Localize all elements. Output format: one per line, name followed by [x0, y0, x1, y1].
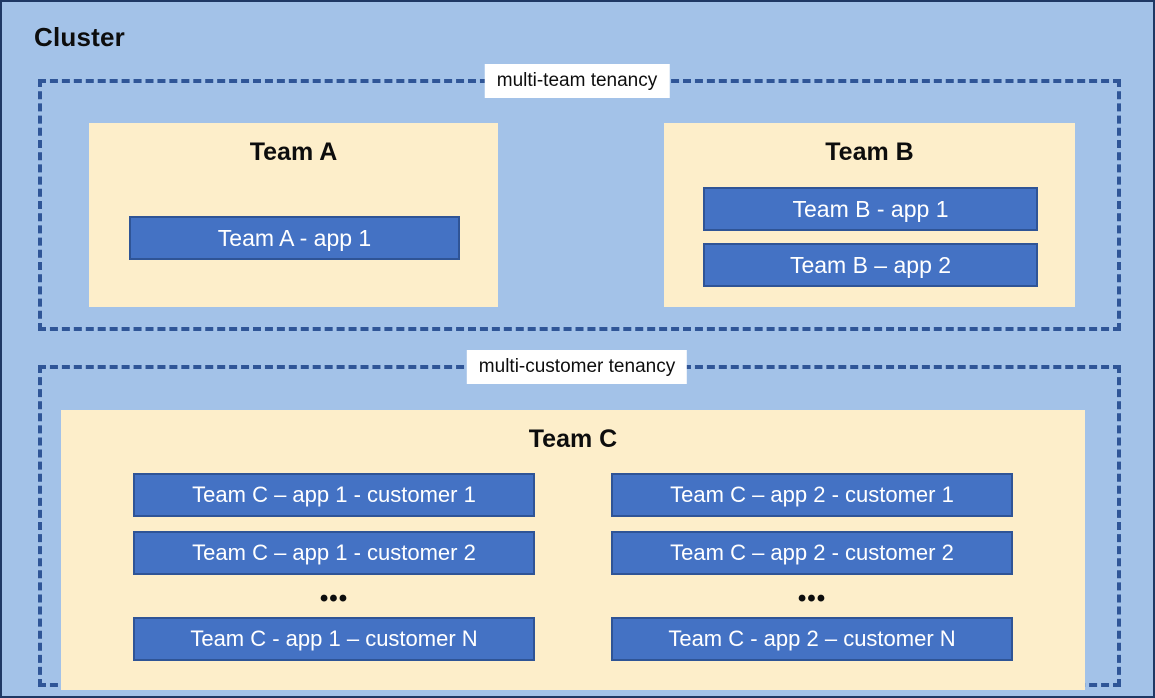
team-panel-team-b: Team B Team B - app 1 Team B – app 2	[664, 123, 1075, 307]
app-box-team-c-app-1-customer-1[interactable]: Team C – app 1 - customer 1	[133, 473, 535, 517]
app-box-team-c-app-1-customer-2[interactable]: Team C – app 1 - customer 2	[133, 531, 535, 575]
team-c-app-1-ellipsis: •••	[319, 585, 349, 612]
team-c-app-2-column: Team C – app 2 - customer 1 Team C – app…	[611, 473, 1013, 661]
app-box-team-c-app-2-customer-1[interactable]: Team C – app 2 - customer 1	[611, 473, 1013, 517]
app-box-team-b-app-1[interactable]: Team B - app 1	[703, 187, 1038, 231]
team-panel-team-c: Team C Team C – app 1 - customer 1 Team …	[61, 410, 1085, 690]
app-box-team-c-app-2-customer-2[interactable]: Team C – app 2 - customer 2	[611, 531, 1013, 575]
team-b-heading: Team B	[825, 138, 914, 166]
team-c-app-1-column: Team C – app 1 - customer 1 Team C – app…	[133, 473, 535, 661]
app-box-team-c-app-2-customer-n[interactable]: Team C - app 2 – customer N	[611, 617, 1013, 661]
group-label-multi-team-tenancy: multi-team tenancy	[484, 64, 670, 98]
team-c-app-columns: Team C – app 1 - customer 1 Team C – app…	[62, 473, 1084, 661]
team-a-app-list: Team A - app 1	[129, 216, 460, 260]
group-multi-customer-tenancy: Team C Team C – app 1 - customer 1 Team …	[38, 365, 1121, 690]
team-c-app-2-ellipsis: •••	[797, 585, 827, 612]
app-box-team-a-app-1[interactable]: Team A - app 1	[129, 216, 460, 260]
team-panel-team-a: Team A Team A - app 1	[89, 123, 498, 307]
app-box-team-b-app-2[interactable]: Team B – app 2	[703, 243, 1038, 287]
app-box-team-c-app-1-customer-n[interactable]: Team C - app 1 – customer N	[133, 617, 535, 661]
page-title: Cluster	[34, 22, 125, 52]
team-c-heading: Team C	[528, 425, 618, 453]
group-label-multi-customer-tenancy: multi-customer tenancy	[466, 350, 688, 384]
group-multi-team-tenancy: Team A Team A - app 1 Team B Team B - ap…	[38, 79, 1121, 331]
team-b-app-list: Team B - app 1 Team B – app 2	[703, 187, 1038, 287]
team-a-heading: Team A	[249, 138, 338, 166]
